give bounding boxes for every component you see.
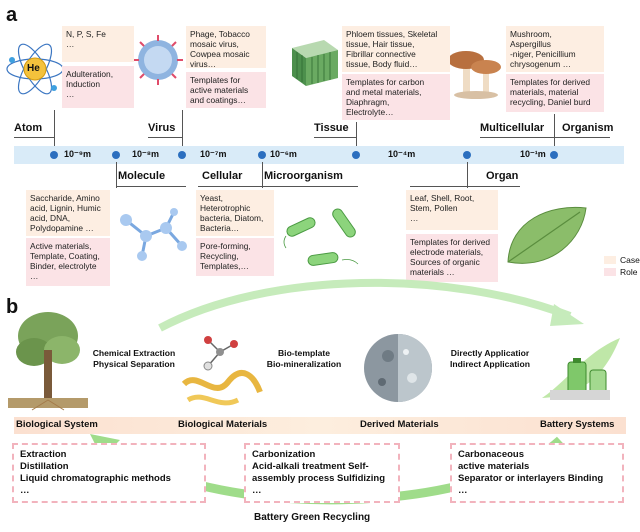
atom-symbol: He <box>27 63 40 74</box>
forward-arrow <box>158 278 584 332</box>
molecule-role-card: Active materials, Template, Coating, Bin… <box>26 238 110 286</box>
molecule-case-card: Saccharide, Amino acid, Lignin, Humic ac… <box>26 190 110 236</box>
mushroom-illustration <box>448 51 501 99</box>
stage-bar <box>14 417 626 434</box>
battery-green-recycling-label: Battery Green Recycling <box>254 512 371 523</box>
level-multicellular: Multicellular <box>480 122 545 134</box>
legend-role-swatch <box>604 268 616 276</box>
stage-battery-systems: Battery Systems <box>540 419 615 430</box>
level-microorganism: Microorganism <box>264 170 343 182</box>
organism-role-card: Templates for derived materials, materia… <box>506 74 604 112</box>
scale-tick: 10⁻⁷m <box>200 149 227 159</box>
virus-role-card: Templates for active materials and coati… <box>186 72 266 108</box>
process-box-battery: Carbonaceous active materials Separator … <box>450 443 624 503</box>
scale-tick: 10⁻⁸m <box>132 149 160 159</box>
virus-illustration <box>133 35 183 85</box>
stage-biological-materials: Biological Materials <box>178 419 268 430</box>
legend-case-swatch <box>604 256 616 264</box>
legend-role-label: Role <box>620 267 638 277</box>
biomaterials-illustration <box>181 336 263 406</box>
scale-tick: 10⁻⁹m <box>64 149 92 159</box>
tree-illustration <box>8 312 88 411</box>
derived-sphere-illustration <box>364 334 432 402</box>
scale-dot <box>463 151 471 159</box>
level-cellular: Cellular <box>202 170 243 182</box>
process-box-carbonization: Carbonization Acid-alkali treatment Self… <box>244 443 400 503</box>
scale-dot <box>178 151 186 159</box>
organ-role-card: Templates for derived electrode material… <box>406 234 498 282</box>
level-atom: Atom <box>14 122 43 134</box>
stage-derived-materials: Derived Materials <box>360 419 439 430</box>
legend-case-label: Case <box>620 255 640 265</box>
tissue-role-card: Templates for carbon and metal materials… <box>342 74 450 120</box>
scale-dot <box>50 151 58 159</box>
virus-case-card: Phage, Tobacco mosaic virus, Cowpea mosa… <box>186 26 266 69</box>
scale-dot <box>550 151 558 159</box>
level-virus: Virus <box>148 122 176 134</box>
microorganism-case-card: Yeast, Heterotrophic bacteria, Diatom, B… <box>196 190 274 236</box>
atom-role-card: Adulteration, Induction … <box>62 66 134 108</box>
scale-dot <box>352 151 360 159</box>
level-molecule: Molecule <box>118 170 166 182</box>
stage-biological-system: Biological System <box>16 419 98 430</box>
level-tissue: Tissue <box>314 122 349 134</box>
step-biotemplate: Bio-template Bio-mineralization <box>266 348 342 369</box>
panel-a-letter: a <box>6 4 18 26</box>
tissue-illustration <box>292 40 338 86</box>
level-organ: Organ <box>486 170 519 182</box>
scale-bar <box>14 146 624 164</box>
atom-illustration <box>6 43 64 95</box>
molecule-illustration <box>120 208 187 261</box>
atom-case-card: N, P, S, Fe … <box>62 26 134 62</box>
scale-dot <box>258 151 266 159</box>
microorganism-role-card: Pore-forming, Recycling, Templates,… <box>196 238 274 276</box>
step-application: Directly Applicatior Indirect Applicatio… <box>450 348 530 369</box>
leaf-illustration <box>507 206 587 264</box>
tissue-case-card: Phloem tissues, Skeletal tissue, Hair ti… <box>342 26 450 72</box>
organism-case-card: Mushroom, Aspergillus -niger, Penicilliu… <box>506 26 604 72</box>
process-box-extraction: Extraction Distillation Liquid chromatog… <box>12 443 206 503</box>
scale-tick: 10⁻⁶m <box>270 149 297 159</box>
bacteria-illustration <box>283 208 359 266</box>
scale-dot <box>112 151 120 159</box>
organ-case-card: Leaf, Shell, Root, Stem, Pollen … <box>406 190 498 230</box>
scale-tick: 10⁻⁴m <box>388 149 416 159</box>
battery-illustration <box>542 338 620 400</box>
level-organism: Organism <box>562 122 614 134</box>
scale-tick: 10⁻¹m <box>520 149 546 159</box>
step-extraction-separation: Chemical Extraction Physical Separation <box>92 348 176 369</box>
panel-b-letter: b <box>6 296 19 318</box>
